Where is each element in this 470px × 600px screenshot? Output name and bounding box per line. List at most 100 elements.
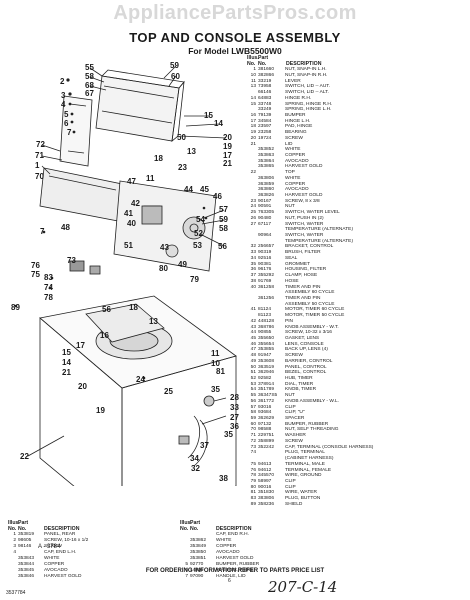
part-description: BUMPER, RUBBER <box>216 562 260 568</box>
part-number: 98588 <box>258 427 272 433</box>
callout-number: 44 <box>184 185 193 194</box>
callout-number: 23 <box>178 163 187 172</box>
part-description: CLIP, "U" <box>285 410 305 416</box>
part-number: 363519 <box>258 364 275 370</box>
illus-number: 51 <box>250 370 256 376</box>
callout-number: 34 <box>190 454 199 463</box>
part-description: TERMINAL, FEMALE <box>285 467 332 473</box>
callout-number: 6 <box>64 119 69 128</box>
part-number: 98146 <box>18 544 32 550</box>
part-number: 93016 <box>258 404 272 410</box>
illus-number: 38 <box>250 278 256 284</box>
part-number: 345570 <box>258 473 275 479</box>
callout-number: 60 <box>171 72 180 81</box>
illus-number: 46 <box>250 341 256 347</box>
callout-number: 19 <box>96 406 105 415</box>
part-description: CLIP <box>285 404 296 410</box>
part-description: HOSE <box>285 278 299 284</box>
callout-number: 15 <box>204 111 213 120</box>
part-number: 90167 <box>258 198 272 204</box>
part-description: KNOB ASSEMBLY - W.L. <box>285 398 339 404</box>
part-number: 79139 <box>258 112 272 118</box>
illus-number: 37 <box>250 273 256 279</box>
part-description: HANDLE, LID <box>216 574 246 580</box>
callout-number: 14 <box>214 119 223 128</box>
part-number: 36347S5 <box>258 393 278 399</box>
callout-number: 20 <box>78 382 87 391</box>
part-description: NUT, PUSH IN (2) <box>285 215 324 221</box>
part-description: HINGE R.H. <box>285 95 312 101</box>
part-description: SCREW <box>285 353 303 359</box>
callout-number: 2 <box>60 77 65 86</box>
callout-number: 3 <box>61 91 66 100</box>
part-description: SCREW, 10-32 x 3/16 <box>285 330 332 336</box>
part-number: 58997 <box>258 478 272 484</box>
part-description: BRACKET, CONTROL <box>285 244 334 250</box>
part-number: 256657 <box>258 244 275 250</box>
part-number: 381660 <box>258 67 275 73</box>
illus-number: 89 <box>250 501 256 507</box>
callout-number: 36 <box>230 422 239 431</box>
part-description: WHITE <box>285 147 301 153</box>
part-description: HINGE L.H. <box>285 118 311 124</box>
part-number: 97132 <box>258 421 272 427</box>
callout-number: 18 <box>154 154 163 163</box>
illus-number: 3 <box>13 544 16 550</box>
part-number: 355654 <box>258 341 275 347</box>
callout-number: 27 <box>230 413 239 422</box>
callout-number: 32 <box>191 464 200 473</box>
part-number: 382866 <box>258 72 275 78</box>
illus-number: 79 <box>250 478 256 484</box>
illus-number: 48 <box>250 353 256 359</box>
part-number: 351789 <box>258 387 275 393</box>
part-number: 763305 <box>258 210 275 216</box>
part-description: MOTOR, TIMER 50 CYCLE <box>285 313 345 319</box>
callout-number: 79 <box>190 275 199 284</box>
part-description: NUT <box>285 204 295 210</box>
callout-number: 5 <box>64 110 69 119</box>
callout-number: 53 <box>193 241 202 250</box>
illus-number: 13 <box>250 84 256 90</box>
illus-number: 14 <box>250 95 256 101</box>
part-number: 358236 <box>258 501 275 507</box>
callout-number: 16 <box>100 331 109 340</box>
part-number: 353819 <box>18 532 35 538</box>
illus-number: 33 <box>250 250 256 256</box>
part-description: DIAL, TIMER <box>285 381 314 387</box>
callout-number: 10 <box>211 359 220 368</box>
part-description: SWITCH, LID -- ALT. <box>285 90 329 96</box>
part-number: 229751 <box>258 433 275 439</box>
part-number: 353843 <box>18 556 35 562</box>
part-number: 98605 <box>18 538 32 544</box>
callout-number: 71 <box>35 151 44 160</box>
part-number: 94613 <box>258 461 272 467</box>
part-description: AVOCADO <box>285 158 309 164</box>
part-number: 33249 <box>258 107 272 113</box>
part-row: CAP, END R.H. <box>180 532 260 538</box>
part-description: NUT, SNAP-IN L.H. <box>285 67 327 73</box>
part-description: COPPER <box>285 152 306 158</box>
part-description: LEVER <box>285 78 301 84</box>
callout-number: 72 <box>36 140 45 149</box>
illus-number: 17 <box>250 118 256 124</box>
illus-number: 72 <box>250 438 256 444</box>
illus-number: 57 <box>250 404 256 410</box>
callout-number: 4 <box>61 100 66 109</box>
